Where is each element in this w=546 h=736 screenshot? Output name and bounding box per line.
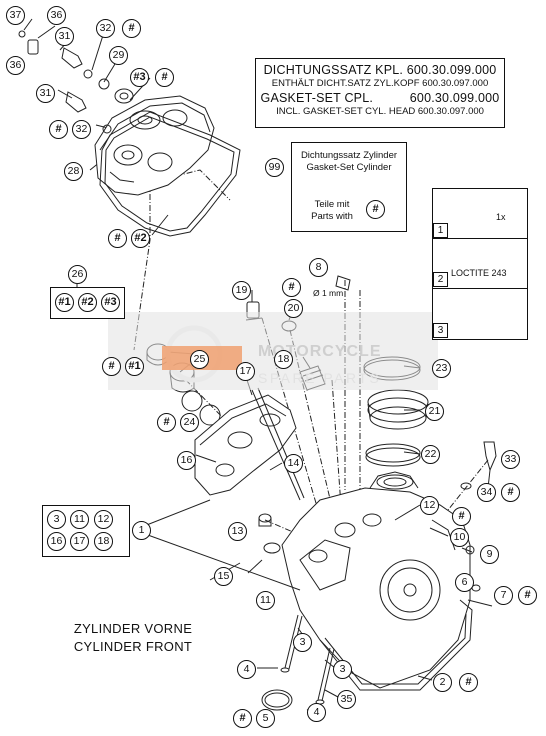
callout-32[interactable]: 32 (96, 19, 115, 38)
callout-14[interactable]: 14 (284, 454, 303, 473)
callout-hash-3-ref[interactable]: # (155, 68, 174, 87)
step-2-panel (432, 238, 528, 290)
loctite-label: LOCTITE 243 (451, 268, 507, 278)
callout-29[interactable]: 29 (109, 46, 128, 65)
callout-hash-1[interactable]: # (102, 357, 121, 376)
callout-11[interactable]: 11 (256, 591, 275, 610)
group-1-callout[interactable]: 1 (132, 521, 151, 540)
kit-ref-hash[interactable]: # (366, 200, 385, 219)
callout-hash-32-b[interactable]: # (49, 120, 68, 139)
callout-7[interactable]: 7 (494, 586, 513, 605)
diameter-label: Ø 1 mm (313, 288, 344, 298)
callout-12[interactable]: 12 (420, 496, 439, 515)
callout-15[interactable]: 15 (214, 567, 233, 586)
callout-6[interactable]: 6 (455, 573, 474, 592)
callout-26[interactable]: 26 (68, 265, 87, 284)
callout-10[interactable]: 10 (450, 528, 469, 547)
group-1-item-5[interactable]: 17 (70, 532, 89, 551)
kit-line-1: Dichtungssatz Zylinder (300, 150, 398, 161)
callout-25[interactable]: 25 (190, 350, 209, 369)
callout-37[interactable]: 37 (6, 6, 25, 25)
gasket-line-3: GASKET-SET CPL. 600.30.099.000 (260, 91, 500, 105)
callout-4-b[interactable]: 4 (307, 703, 326, 722)
callout-hash-7[interactable]: # (518, 586, 537, 605)
group-26-item-3[interactable]: #3 (101, 293, 120, 312)
callout-20[interactable]: 20 (284, 299, 303, 318)
callout-hash-24[interactable]: # (157, 413, 176, 432)
callout-hash-2[interactable]: # (108, 229, 127, 248)
callout-34[interactable]: 34 (477, 483, 496, 502)
times-label: 1x (496, 212, 506, 222)
callout-hash-3[interactable]: #3 (130, 68, 149, 87)
callout-hash-10[interactable]: # (452, 507, 471, 526)
watermark-text-2: SPARE PARTS (258, 370, 382, 386)
group-1-item-3[interactable]: 12 (94, 510, 113, 529)
callout-hash-2-ref[interactable]: #2 (131, 229, 150, 248)
callout-8[interactable]: 8 (309, 258, 328, 277)
callout-hash-2-b[interactable]: # (459, 673, 478, 692)
callout-hash-1-ref[interactable]: #1 (125, 357, 144, 376)
group-26-item-2[interactable]: #2 (78, 293, 97, 312)
callout-24[interactable]: 24 (180, 413, 199, 432)
group-1-item-6[interactable]: 18 (94, 532, 113, 551)
callout-5[interactable]: 5 (256, 709, 275, 728)
step-1-number: 1 (433, 223, 448, 238)
callout-9[interactable]: 9 (480, 545, 499, 564)
kit-line-2: Gasket-Set Cylinder (306, 162, 392, 173)
callout-36-b[interactable]: 36 (6, 56, 25, 75)
callout-31-b[interactable]: 31 (36, 84, 55, 103)
callout-3[interactable]: 3 (293, 633, 312, 652)
callout-hash-32[interactable]: # (122, 19, 141, 38)
gasket-line-4: INCL. GASKET-SET CYL. HEAD 600.30.097.00… (276, 106, 484, 117)
callout-36[interactable]: 36 (47, 6, 66, 25)
group-1-item-4[interactable]: 16 (47, 532, 66, 551)
callout-16[interactable]: 16 (177, 451, 196, 470)
callout-17[interactable]: 17 (236, 362, 255, 381)
callout-hash-34[interactable]: # (501, 483, 520, 502)
gasket-set-cylinder-box: Dichtungssatz Zylinder Gasket-Set Cylind… (291, 142, 407, 232)
cylinder-label-de: ZYLINDER VORNE (73, 621, 193, 636)
callout-28[interactable]: 28 (64, 162, 83, 181)
cylinder-label: ZYLINDER VORNE CYLINDER FRONT (58, 620, 208, 656)
kit-line-4: Parts with (311, 211, 353, 222)
group-26-item-1[interactable]: #1 (55, 293, 74, 312)
callout-13[interactable]: 13 (228, 522, 247, 541)
gasket-line-1: DICHTUNGSSATZ KPL. 600.30.099.000 (263, 63, 497, 77)
callout-hash-20[interactable]: # (282, 278, 301, 297)
callout-99[interactable]: 99 (265, 158, 284, 177)
callout-19[interactable]: 19 (232, 281, 251, 300)
gasket-set-box: DICHTUNGSSATZ KPL. 600.30.099.000 ENTHÄL… (255, 58, 505, 128)
callout-2[interactable]: 2 (433, 673, 452, 692)
group-1-item-2[interactable]: 11 (70, 510, 89, 529)
cylinder-label-en: CYLINDER FRONT (73, 639, 193, 654)
callout-18[interactable]: 18 (274, 350, 293, 369)
callout-hash-5[interactable]: # (233, 709, 252, 728)
step-3-panel (432, 288, 528, 340)
step-2-number: 2 (433, 272, 448, 287)
callout-23[interactable]: 23 (432, 359, 451, 378)
callout-35[interactable]: 35 (337, 690, 356, 709)
callout-32-b[interactable]: 32 (72, 120, 91, 139)
step-3-number: 3 (433, 323, 448, 338)
group-1-item-1[interactable]: 3 (47, 510, 66, 529)
callout-22[interactable]: 22 (421, 445, 440, 464)
callout-31[interactable]: 31 (55, 27, 74, 46)
callout-4[interactable]: 4 (237, 660, 256, 679)
step-1-panel (432, 188, 528, 240)
callout-3-b[interactable]: 3 (333, 660, 352, 679)
callout-21[interactable]: 21 (425, 402, 444, 421)
callout-33[interactable]: 33 (501, 450, 520, 469)
kit-line-3: Teile mit (314, 199, 350, 210)
gasket-line-2: ENTHÄLT DICHT.SATZ ZYL.KOPF 600.30.097.0… (271, 78, 489, 89)
